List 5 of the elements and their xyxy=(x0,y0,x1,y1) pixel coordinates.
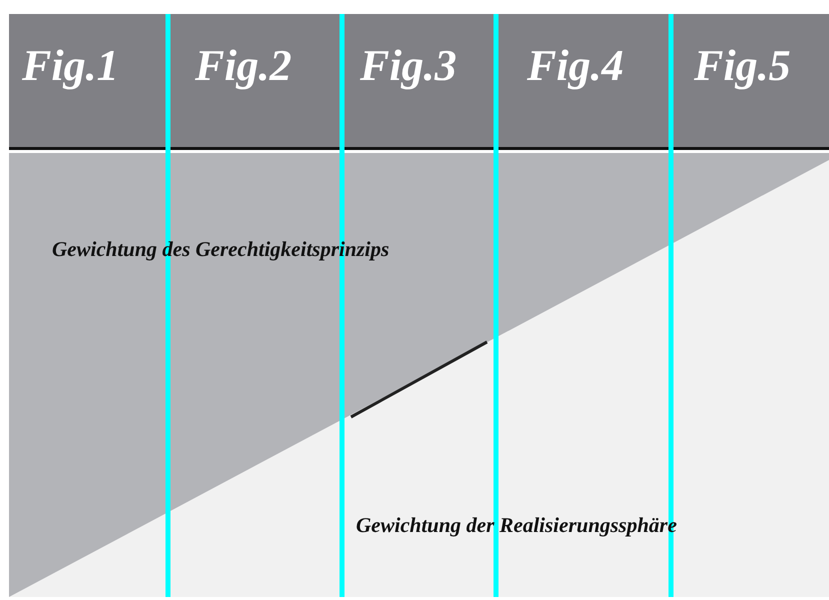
figure-heading: Fig.3 xyxy=(360,40,457,92)
figure-heading: Fig.1 xyxy=(22,40,119,92)
figure-heading: Fig.2 xyxy=(195,40,292,92)
figure-heading: Fig.5 xyxy=(694,40,791,92)
figure-heading: Fig.4 xyxy=(527,40,624,92)
